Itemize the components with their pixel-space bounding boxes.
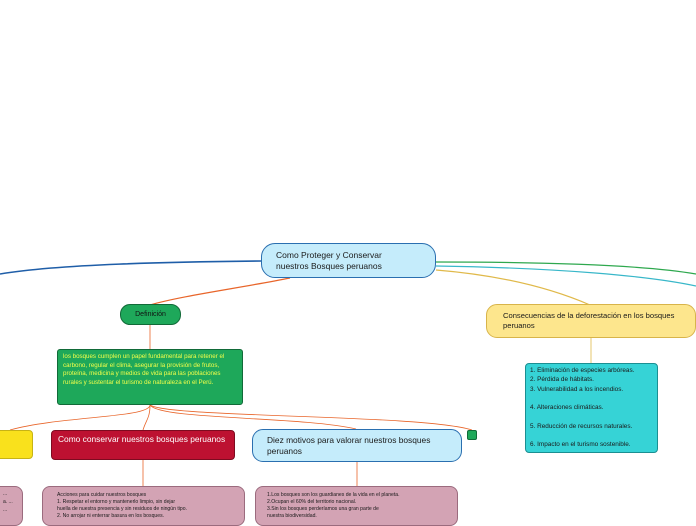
root-topic-node[interactable]: Como Proteger y Conservar nuestros Bosqu…	[261, 243, 436, 278]
consecuencias-item: 3. Vulnerabilidad a los incendios.	[530, 385, 624, 393]
acciones-line: huella de nuestra presencia y sin residu…	[57, 506, 187, 512]
yellow-topic-node[interactable]	[0, 430, 33, 459]
acciones-node[interactable]: Acciones para cuidar nuestros bosques 1.…	[42, 486, 245, 526]
acciones-line: Acciones para cuidar nuestros bosques	[57, 492, 147, 498]
consecuencias-node[interactable]: Consecuencias de la deforestación en los…	[486, 304, 696, 338]
connector-root-to-consecuencias	[435, 269, 591, 306]
consecuencias-item: 4. Alteraciones climáticas.	[530, 404, 604, 412]
connector-root-to-right-cyan	[435, 265, 696, 287]
connector-root-to-left-offscreen	[0, 260, 263, 275]
consecuencias-list-node[interactable]: 1. Eliminación de especies arbóreas. 2. …	[525, 363, 658, 453]
consecuencias-item: 2. Pérdida de hábitats.	[530, 376, 594, 384]
motivos-list-node[interactable]: 1.Los bosques son los guardianes de la v…	[255, 486, 458, 526]
definicion-node[interactable]: Definición	[120, 304, 181, 325]
connector-root-to-definicion	[149, 277, 291, 306]
consecuencias-item: 6. Impacto en el turismo sostenible.	[530, 441, 631, 449]
connector-root-to-right-green	[435, 261, 696, 275]
motivos-line: 3.Sin los bosques perderíamos una gran p…	[267, 506, 379, 512]
motivos-line: 2.Ocupan el 60% del territorio nacional.	[267, 499, 357, 505]
conservar-node[interactable]: Como conservar nuestros bosques peruanos	[51, 430, 235, 460]
left-partial-node[interactable]: ... a. ... ...	[0, 486, 23, 526]
connector-text-to-small-green	[149, 404, 473, 431]
root-topic-title-line1: Como Proteger y Conservar	[276, 250, 382, 260]
left-partial-line: a. ...	[3, 499, 13, 505]
root-topic-title-line2: nuestros Bosques peruanos	[276, 261, 382, 271]
connector-text-to-yellow	[9, 404, 151, 431]
motivos-line: nuestra biodiversidad.	[267, 513, 317, 519]
acciones-line: 2. No arrojar ni enterrar basura en los …	[57, 513, 165, 519]
consecuencias-item: 5. Reducción de recursos naturales.	[530, 422, 633, 430]
left-partial-line: ...	[3, 507, 8, 513]
motivos-line: 1.Los bosques son los guardianes de la v…	[267, 492, 400, 498]
left-partial-line: ...	[3, 491, 8, 497]
consecuencias-item: 1. Eliminación de especies arbóreas.	[530, 367, 635, 374]
motivos-node[interactable]: Diez motivos para valorar nuestros bosqu…	[252, 429, 462, 462]
definicion-text-node[interactable]: los bosques cumplen un papel fundamental…	[57, 349, 243, 405]
acciones-line: 1. Respetar el entorno y mantenerlo limp…	[57, 499, 176, 505]
connector-text-to-conservar	[142, 404, 151, 431]
connector-text-to-motivos	[149, 404, 357, 430]
collapsed-green-node[interactable]	[467, 430, 477, 440]
